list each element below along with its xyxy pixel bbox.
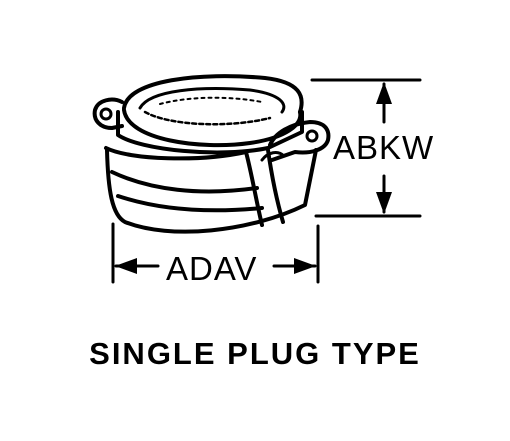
height-dimension-label: ABKW [333, 129, 435, 166]
connector-cap [116, 74, 304, 155]
right-mounting-tab [260, 120, 331, 162]
height-arrow-top [376, 82, 392, 104]
connector-body [104, 146, 318, 234]
width-arrow-left [115, 258, 137, 274]
left-mounting-tab [92, 97, 124, 130]
width-dimension-label: ADAV [162, 252, 262, 285]
part-caption: SINGLE PLUG TYPE [89, 336, 421, 371]
width-arrow-right [294, 258, 316, 274]
height-arrow-bottom [376, 192, 392, 214]
